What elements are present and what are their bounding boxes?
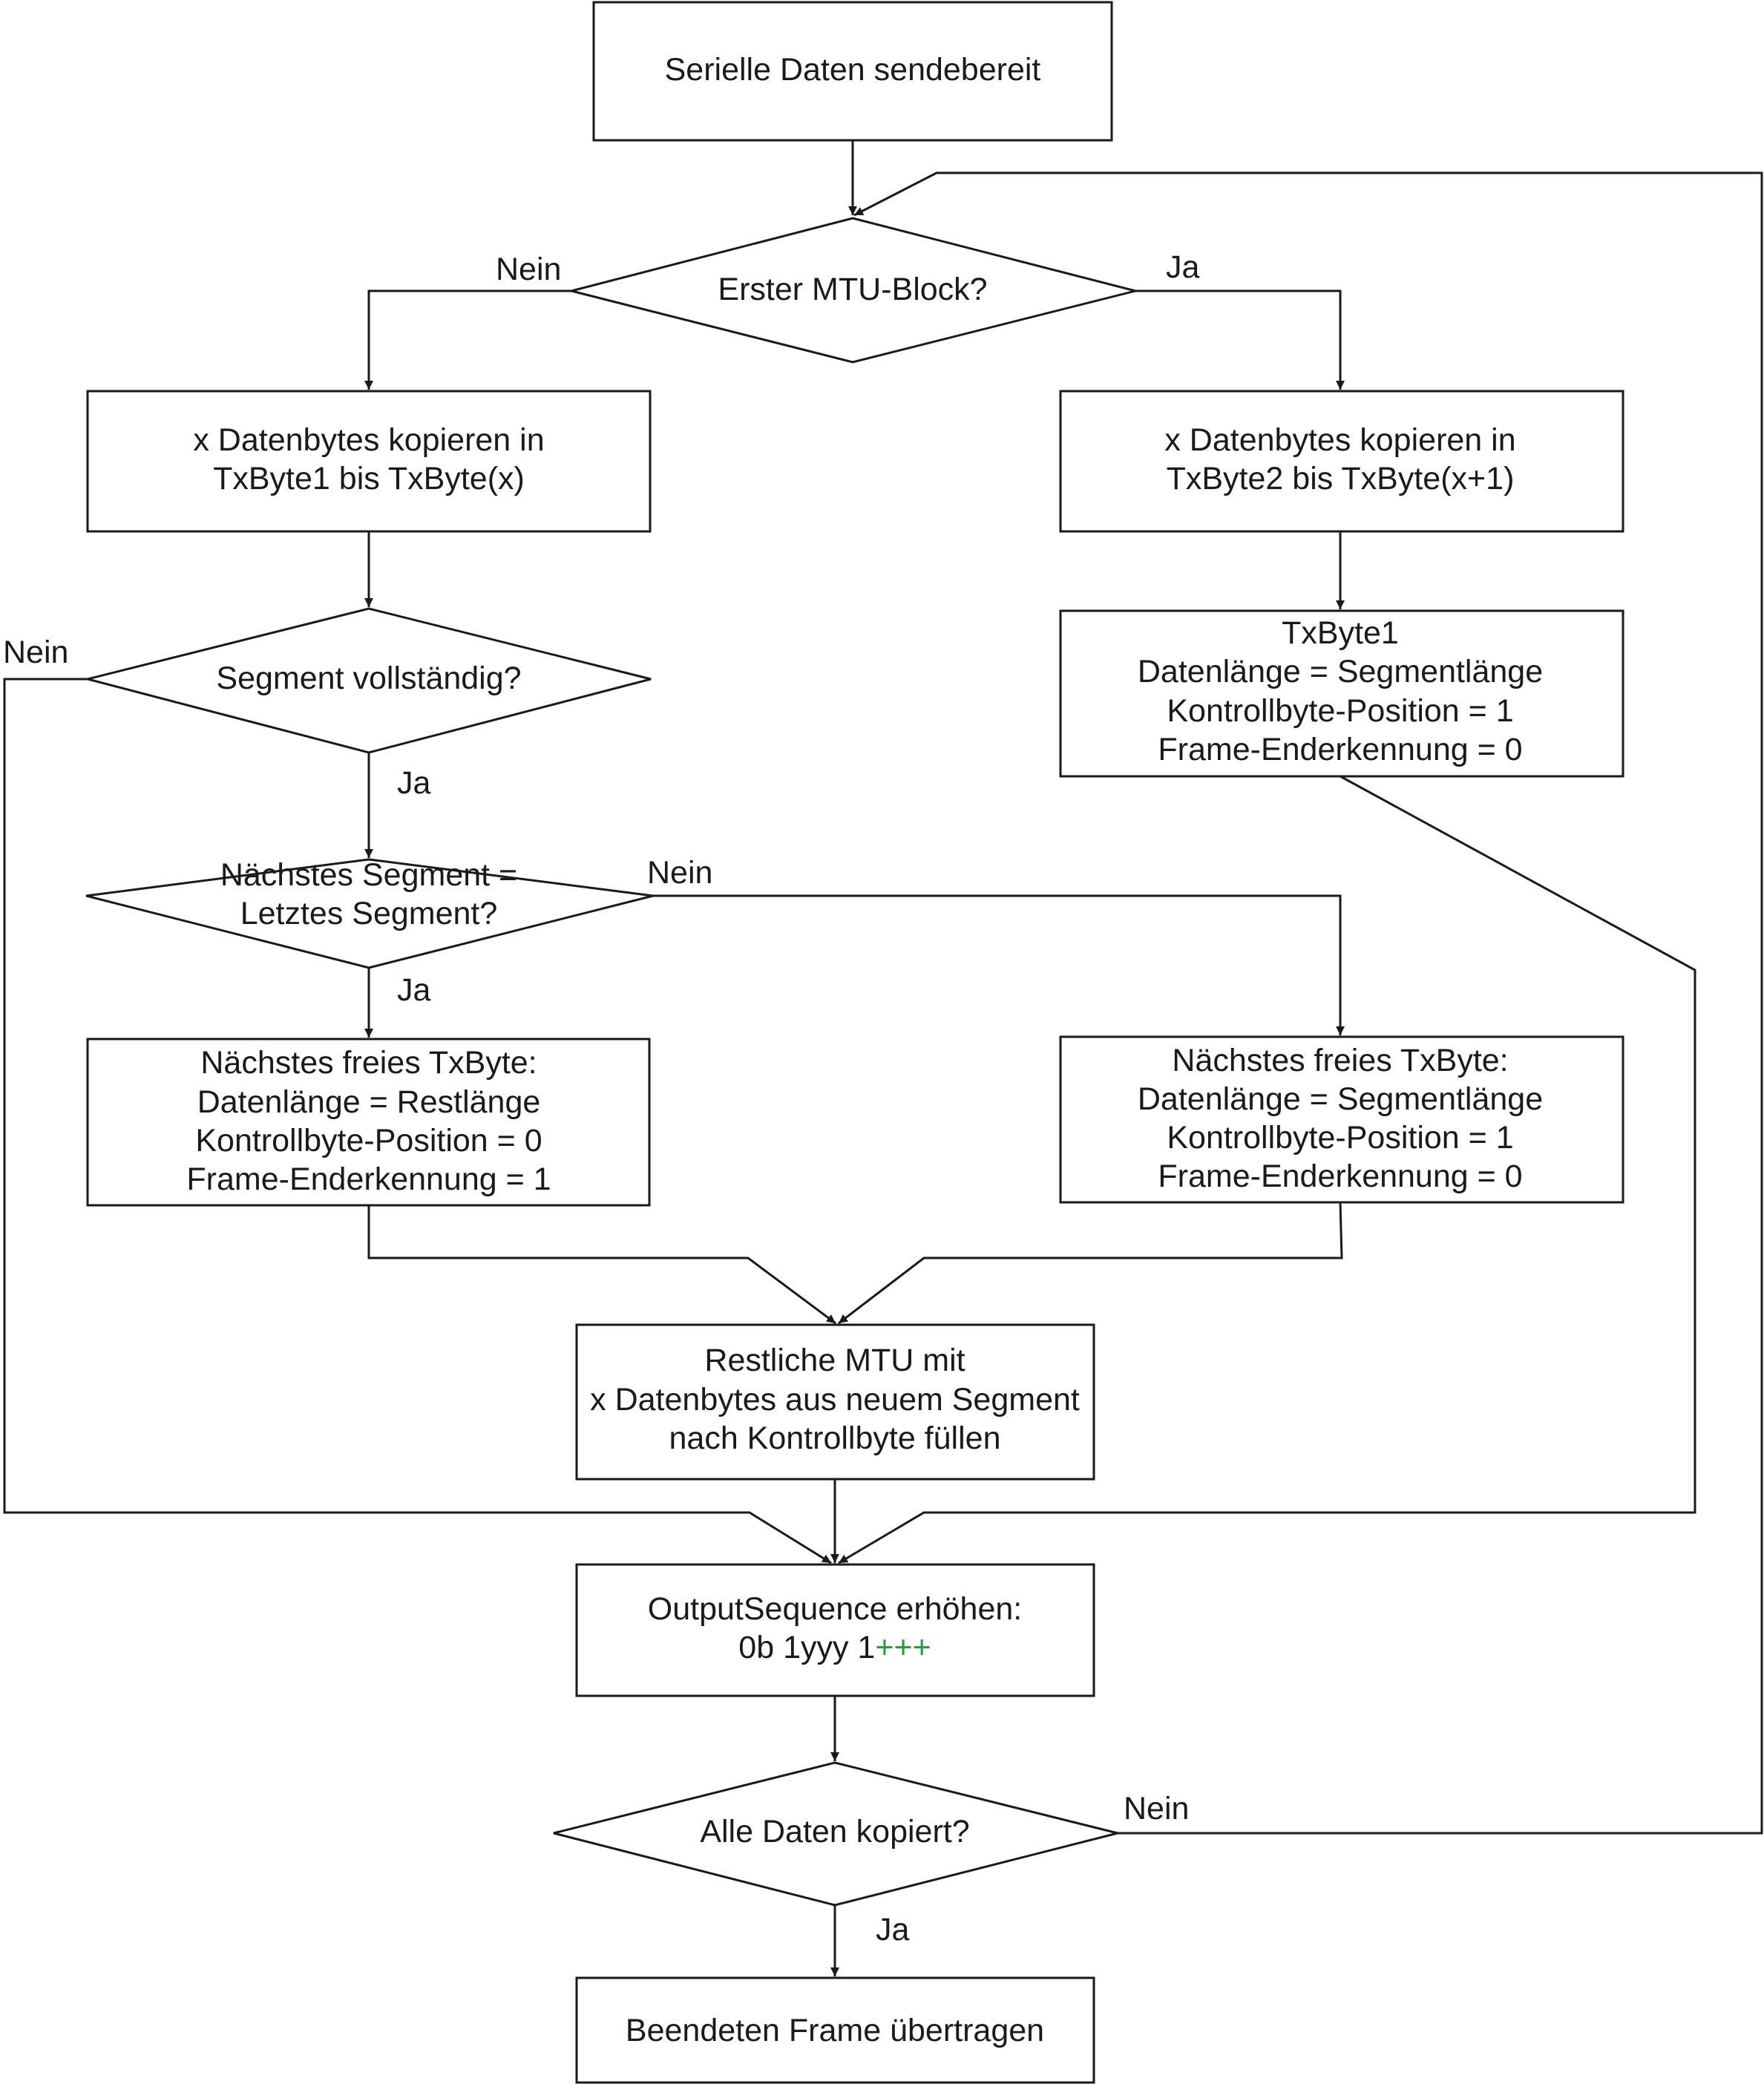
segment-complete-label: Segment vollständig? <box>216 661 521 696</box>
decision-next-is-last <box>85 858 654 969</box>
edge-free-left-to-fill-rest <box>367 1205 836 1325</box>
edge-labels: Nein Ja Nein Ja Nein Ja Nein Ja <box>3 249 1200 1947</box>
free-left-line-1: Nächstes freies TxByte: <box>200 1045 537 1081</box>
node-transmit <box>575 1976 1095 2084</box>
first-block-label: Erster MTU-Block? <box>718 272 987 307</box>
increment-line-1: OutputSequence erhöhen: <box>648 1591 1022 1627</box>
edge-free-right-to-fill-rest <box>838 1202 1343 1325</box>
free-left-line-3: Kontrollbyte-Position = 0 <box>195 1123 542 1159</box>
edge-first-block-no <box>364 289 571 390</box>
fill-rest-line-1: Restliche MTU mit <box>704 1343 965 1378</box>
copy-right-line-2: TxByte2 bis TxByte(x+1) <box>1167 461 1515 497</box>
edge-txbyte1-to-increment <box>838 775 1696 1564</box>
free-left-line-4: Frame-Enderkennung = 1 <box>186 1161 551 1197</box>
label-all-copied-yes: Ja <box>876 1912 910 1947</box>
decision-segment-complete <box>87 607 652 754</box>
increment-code-suffix: +++ <box>875 1630 931 1665</box>
decision-all-copied <box>553 1761 1118 1907</box>
edge-next-is-last-no <box>653 894 1345 1035</box>
edge-first-block-yes <box>1135 289 1345 390</box>
next-is-last-line-1: Nächstes Segment = <box>220 857 517 893</box>
label-next-is-last-yes: Ja <box>397 972 431 1008</box>
node-copy-left <box>86 390 652 533</box>
next-is-last-line-2: Letztes Segment? <box>240 896 498 931</box>
node-fill-rest <box>575 1323 1095 1481</box>
node-start <box>592 1 1113 142</box>
free-right-line-2: Datenlänge = Segmentlänge <box>1138 1081 1543 1117</box>
free-right-line-1: Nächstes freies TxByte: <box>1172 1043 1508 1078</box>
txbyte1-line-1: TxByte1 <box>1282 615 1399 651</box>
txbyte1-line-4: Frame-Enderkennung = 0 <box>1158 732 1522 767</box>
label-segment-complete-yes: Ja <box>397 765 431 801</box>
txbyte1-line-3: Kontrollbyte-Position = 1 <box>1167 693 1513 729</box>
transmit-label: Beendeten Frame übertragen <box>626 2013 1044 2048</box>
node-free-left <box>86 1038 651 1207</box>
decision-first-block <box>571 217 1136 364</box>
free-right-line-3: Kontrollbyte-Position = 1 <box>1167 1120 1513 1156</box>
fill-rest-line-3: nach Kontrollbyte füllen <box>669 1421 1000 1456</box>
copy-left-line-1: x Datenbytes kopieren in <box>193 422 544 458</box>
node-free-right <box>1059 1035 1624 1204</box>
label-all-copied-no: Nein <box>1124 1791 1189 1826</box>
node-txbyte1 <box>1059 609 1624 778</box>
all-copied-label: Alle Daten kopiert? <box>700 1814 969 1849</box>
label-next-is-last-no: Nein <box>647 855 712 891</box>
copy-left-line-2: TxByte1 bis TxByte(x) <box>213 461 525 497</box>
increment-code-prefix: 0b 1yyy 1 <box>738 1630 875 1665</box>
fill-rest-line-2: x Datenbytes aus neuem Segment <box>590 1382 1080 1418</box>
free-left-line-2: Datenlänge = Restlänge <box>197 1084 541 1120</box>
label-segment-complete-no: Nein <box>3 635 68 670</box>
node-labels: Serielle Daten sendebereit Erster MTU-Bl… <box>186 52 1543 2048</box>
copy-right-line-1: x Datenbytes kopieren in <box>1164 422 1515 458</box>
increment-line-2: 0b 1yyy 1+++ <box>738 1630 931 1665</box>
free-right-line-4: Frame-Enderkennung = 0 <box>1158 1159 1522 1194</box>
label-first-block-no: Nein <box>496 252 561 287</box>
edges <box>3 140 1763 1976</box>
node-increment <box>575 1563 1095 1697</box>
edge-segment-complete-no <box>3 678 832 1564</box>
node-copy-right <box>1059 390 1624 533</box>
edge-all-copied-no <box>853 171 1763 1835</box>
shapes <box>85 1 1624 2084</box>
txbyte1-line-2: Datenlänge = Segmentlänge <box>1138 654 1543 689</box>
start-label: Serielle Daten sendebereit <box>665 52 1041 88</box>
label-first-block-yes: Ja <box>1166 249 1200 285</box>
